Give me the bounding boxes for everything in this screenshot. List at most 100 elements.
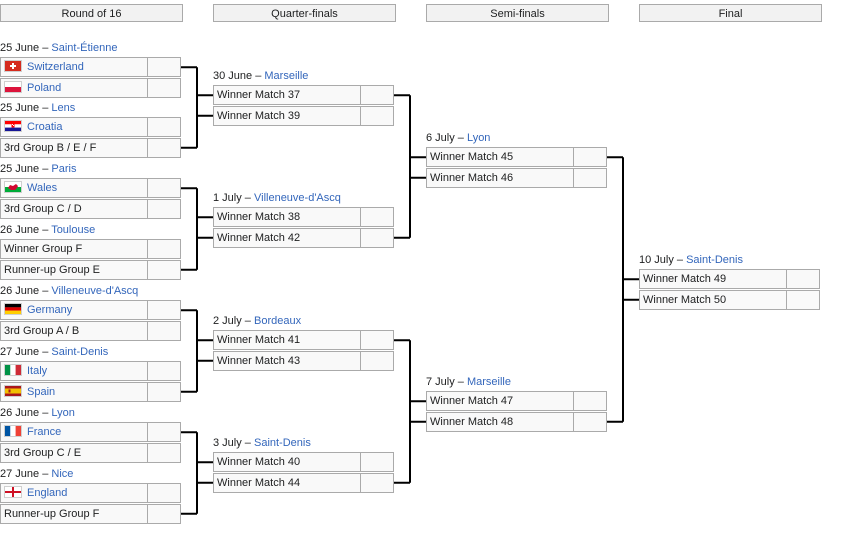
date-venue-separator: – [39,346,52,358]
score-cell [147,178,181,198]
italy-flag-icon [4,364,22,376]
match-date: 27 June [0,468,40,480]
team-name: Winner Match 41 [217,334,301,346]
date-venue-separator: – [39,468,52,480]
team-name-link[interactable]: England [27,487,68,499]
team-name: Runner-up Group F [4,507,100,520]
team-name-link[interactable]: Croatia [27,121,63,133]
score-cell [573,391,607,411]
score-cell [786,289,820,310]
team-name-link[interactable]: Italy [27,365,48,377]
team-name-link[interactable]: Switzerland [27,61,84,73]
team-name: Winner Match 44 [217,476,301,489]
score-cell [147,77,181,98]
team-name: Winner Match 40 [217,456,301,468]
score-cell [360,452,394,472]
team-cell: Winner Match 48 [426,411,574,432]
team-cell: Winner Match 45 [426,147,574,167]
team-cell: Winner Match 39 [213,105,361,126]
match-info: 25 June – Lens [0,100,75,116]
date-venue-separator: – [39,224,52,236]
match-info: 26 June – Lyon [0,405,75,421]
match-date: 27 June [0,346,40,358]
team-name: Winner Group F [4,243,83,255]
team-name: Winner Match 37 [217,89,301,101]
team-cell: 3rd Group C / D [0,198,148,219]
france-flag-icon [4,425,22,437]
match-info: 3 July – Saint-Denis [213,435,311,451]
team-name-link[interactable]: Spain [27,385,56,398]
team-name: Winner Match 49 [643,273,727,285]
venue-link[interactable]: Marseille [264,70,309,82]
team-cell: Winner Match 41 [213,330,361,350]
venue-link[interactable]: Paris [51,163,77,175]
team-cell: Italy [0,361,148,381]
spain-flag-icon [4,384,22,397]
match-date: 2 July [213,315,242,327]
venue-link[interactable]: Saint-Denis [686,254,743,266]
score-cell [360,330,394,350]
match-date: 25 June [0,102,40,114]
team-name-link[interactable]: Wales [27,182,58,194]
match-info: 1 July – Villeneuve-d'Ascq [213,190,341,206]
team-name-link[interactable]: Poland [27,81,62,94]
match-date: 7 July [426,376,455,388]
venue-link[interactable]: Marseille [466,376,511,388]
team-cell: Poland [0,77,148,98]
team-cell: France [0,422,148,442]
match-info: 2 July – Bordeaux [213,313,301,329]
score-cell [147,300,181,320]
score-cell [147,320,181,341]
venue-link[interactable]: Lens [51,102,76,114]
team-cell: Winner Match 50 [639,289,787,310]
team-name: Winner Match 46 [430,171,514,184]
match-info: 27 June – Saint-Denis [0,344,108,360]
team-name-link[interactable]: France [27,426,62,438]
header-sf: Semi-finals [426,4,609,22]
team-cell: Winner Match 44 [213,472,361,493]
team-cell: Croatia [0,117,148,137]
match-date: 3 July [213,437,242,449]
venue-link[interactable]: Toulouse [51,224,96,236]
team-name: Winner Match 42 [217,231,301,244]
team-cell: Winner Match 43 [213,350,361,371]
match-info: 26 June – Villeneuve-d'Ascq [0,283,138,299]
team-name: 3rd Group A / B [4,324,80,337]
score-cell [786,269,820,289]
england-flag-icon [4,486,22,498]
venue-link[interactable]: Nice [51,468,74,480]
team-cell: Winner Group F [0,239,148,259]
team-name: Winner Match 39 [217,109,301,122]
team-name: Winner Match 47 [430,395,514,407]
venue-link[interactable]: Saint-Denis [253,437,311,449]
team-name: 3rd Group C / E [4,446,82,459]
score-cell [573,411,607,432]
match-info: 25 June – Saint-Étienne [0,40,117,56]
switzerland-flag-icon [4,60,22,72]
score-cell [147,422,181,442]
score-cell [573,167,607,188]
score-cell [360,105,394,126]
date-venue-separator: – [241,315,254,327]
score-cell [147,259,181,280]
venue-link[interactable]: Bordeaux [253,315,302,327]
match-date: 25 June [0,42,40,54]
header-r16: Round of 16 [0,4,183,22]
venue-link[interactable]: Saint-Denis [51,346,109,358]
score-cell [147,442,181,463]
match-date: 1 July [213,192,242,204]
team-cell: 3rd Group B / E / F [0,137,148,158]
venue-link[interactable]: Saint-Étienne [51,42,118,54]
venue-link[interactable]: Lyon [51,407,75,419]
team-name-link[interactable]: Germany [27,304,73,316]
team-name: Winner Match 45 [430,151,514,163]
date-venue-separator: – [39,102,52,114]
header-final: Final [639,4,822,22]
venue-link[interactable]: Villeneuve-d'Ascq [51,285,139,297]
match-date: 26 June [0,224,40,236]
match-info: 27 June – Nice [0,466,73,482]
score-cell [147,57,181,77]
match-date: 26 June [0,407,40,419]
venue-link[interactable]: Lyon [466,132,491,144]
venue-link[interactable]: Villeneuve-d'Ascq [253,192,341,204]
